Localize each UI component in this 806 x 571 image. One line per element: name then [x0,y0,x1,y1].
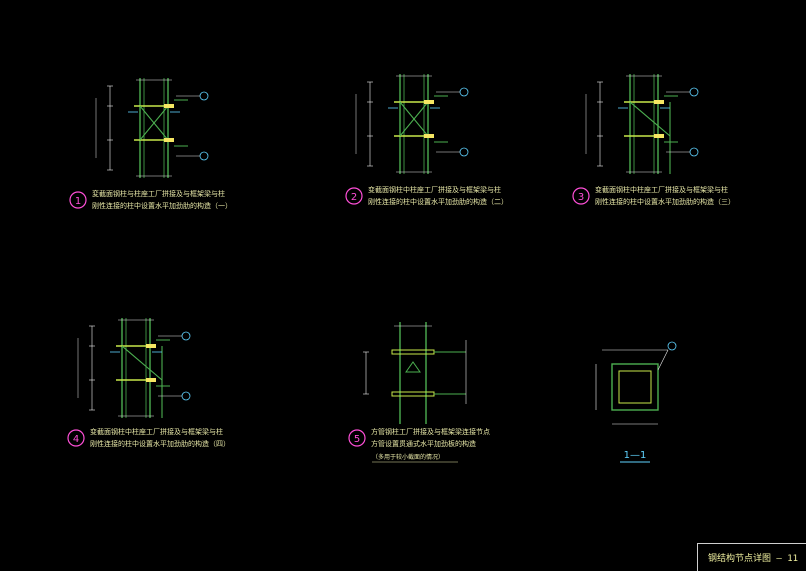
taper-diagonal-1 [121,345,163,381]
x-brace-2 [139,105,169,141]
detail-5-number: 5 [354,434,360,445]
callout-circle-b [459,147,469,157]
through-diaphragm-0 [391,349,435,355]
detail-5-number-circle [348,429,366,447]
x-brace-2 [399,101,429,137]
callout-circle-b [689,147,699,157]
through-diaphragm-1 [391,391,435,397]
weld-mark-2 [424,134,434,138]
title-block: 钢结构节点详图 — 11 [697,543,806,571]
detail-1-number-circle [69,191,87,209]
detail-1-drawing [95,78,209,178]
weld-mark-2 [654,134,664,138]
sheet-title: 钢结构节点详图 — 11 [708,554,799,564]
detail-1-caption-line1: 変截面钢柱与柱座工厂拼接及与框架梁与柱 [92,189,225,198]
detail-5-drawing [363,322,467,424]
detail-5-caption-line2: 方管设置贯通式水平加劲板的构造 [371,439,476,448]
detail-2-caption: 2 变截面钢柱中柱座工厂拼接及与框架梁与柱 刚性连接的柱中设置水平加劲肋的构造（… [345,185,508,206]
detail-4-caption: 4 变截面钢柱中柱座工厂拼接及与框架梁与柱 刚性连接的柱中设置水平加劲肋的构造（… [67,427,230,448]
detail-5-note: （多用于较小截面的情况） [372,453,444,461]
detail-3-caption-line1: 变截面钢柱中柱座工厂拼接及与框架梁与柱 [595,185,728,194]
callout-circle-a [181,331,191,341]
callout-circle-a [199,91,209,101]
section-label: 1—1 [624,450,647,461]
weld-mark-2 [164,138,174,142]
detail-5-caption: 5 方管钢柱工厂拼接及与框架梁连接节点 方管设置贯通式水平加劲板的构造 （多用于… [348,427,490,463]
callout-leader [657,349,669,371]
callout-circle-b [181,391,191,401]
detail-1-number: 1 [75,196,81,207]
weld-mark-1 [654,100,664,104]
detail-4-number: 4 [73,434,79,445]
detail-1-caption: 1 変截面钢柱与柱座工厂拼接及与框架梁与柱 刚性连接的柱中设置水平加劲肋的构造（… [69,189,232,210]
detail-2-caption-line1: 变截面钢柱中柱座工厂拼接及与框架梁与柱 [368,185,501,194]
detail-3-drawing [585,74,699,174]
weld-mark-1 [424,100,434,104]
detail-3-number-circle [572,187,590,205]
detail-2-number: 2 [351,192,357,203]
callout-circle-b [199,151,209,161]
detail-2-caption-line2: 刚性连接的柱中设置水平加劲肋的构造（二） [368,197,508,206]
weld-mark-1 [146,344,156,348]
detail-1-caption-line2: 刚性连接的柱中设置水平加劲肋的构造（一） [92,201,232,210]
weld-mark-2 [146,378,156,382]
details-layer [77,74,699,425]
detail-5-caption-line1: 方管钢柱工厂拼接及与框架梁连接节点 [371,427,490,436]
taper-diagonal-1 [629,101,671,137]
box-inner [618,370,652,404]
section-1-1-drawing [595,341,677,425]
detail-4-caption-line2: 刚性连接的柱中设置水平加劲肋的构造（四） [90,439,230,448]
box-outer [611,363,659,411]
detail-3-caption-line2: 刚性连接的柱中设置水平加劲肋的构造（三） [595,197,735,206]
weld-mark-1 [164,104,174,108]
arrow-marker [405,361,421,373]
detail-2-number-circle [345,187,363,205]
callout-circle-a [459,87,469,97]
detail-2-drawing [355,74,469,174]
section-1-1: 1—1 [620,450,650,463]
callout-circle-a [689,87,699,97]
detail-3-number: 3 [578,192,584,203]
callout-circle [667,341,677,351]
detail-4-number-circle [67,429,85,447]
detail-4-drawing [77,318,191,418]
detail-3-caption: 3 变截面钢柱中柱座工厂拼接及与框架梁与柱 刚性连接的柱中设置水平加劲肋的构造（… [572,185,735,206]
detail-4-caption-line1: 变截面钢柱中柱座工厂拼接及与框架梁与柱 [90,427,223,436]
